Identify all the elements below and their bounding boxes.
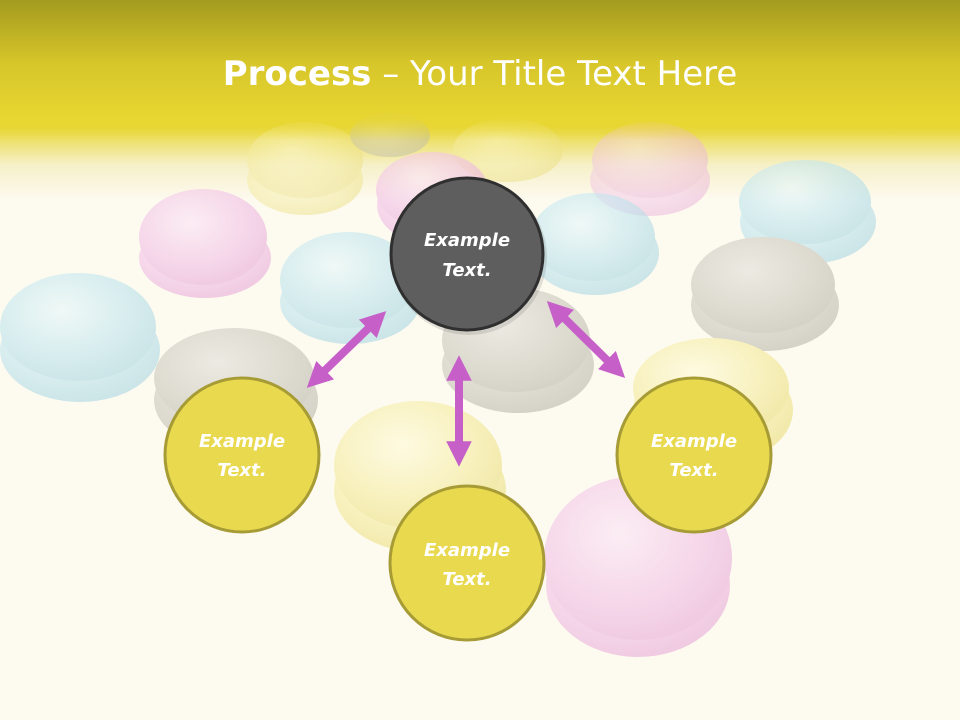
double-arrow-left: [306, 311, 387, 388]
right-node-line1: Example: [651, 431, 737, 452]
center-node[interactable]: Example Text.: [389, 176, 547, 335]
center-node-line1: Example: [424, 230, 510, 251]
bottom-node[interactable]: Example Text.: [388, 484, 546, 642]
bottom-node-line1: Example: [424, 540, 510, 561]
center-node-line2: Text.: [442, 260, 491, 281]
double-arrow-right: [546, 301, 626, 378]
left-node-line2: Text.: [217, 460, 266, 481]
title-rest-part: – Your Title Text Here: [371, 54, 738, 94]
right-node-line2: Text.: [669, 460, 718, 481]
title-bold-part: Process: [222, 54, 372, 94]
bottom-node-line2: Text.: [442, 569, 491, 590]
left-node-line1: Example: [199, 431, 285, 452]
slide-title: Process – Your Title Text Here: [0, 52, 960, 96]
right-node[interactable]: Example Text.: [615, 376, 773, 534]
header-band: [0, 0, 960, 140]
left-node[interactable]: Example Text.: [163, 376, 321, 534]
